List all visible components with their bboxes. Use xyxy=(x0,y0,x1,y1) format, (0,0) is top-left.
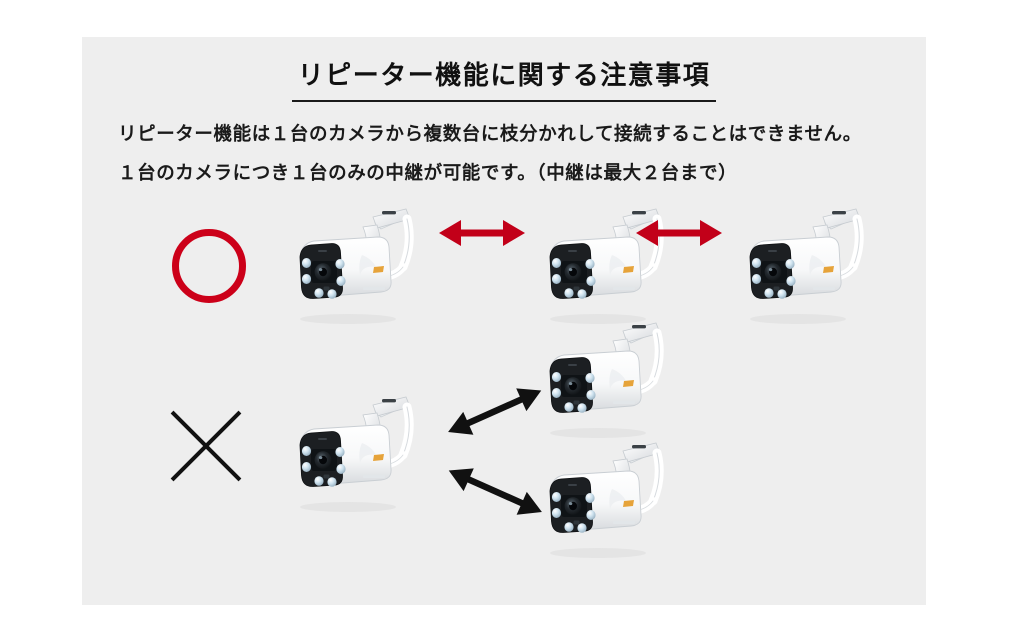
description-line-1: リピーター機能は１台のカメラから複数台に枝分かれして接続することはできません。 xyxy=(118,123,862,144)
camera-ng-1 xyxy=(278,389,414,513)
content-panel: リピーター機能に関する注意事項 リピーター機能は１台のカメラから複数台に枝分かれ… xyxy=(82,37,926,605)
arrow-ng-down xyxy=(440,452,550,532)
camera-ng-branch-bottom xyxy=(528,435,664,559)
circle-ok-mark xyxy=(172,229,246,303)
arrow-ok-2 xyxy=(634,213,724,253)
cross-ng-mark xyxy=(170,410,242,482)
camera-ng-branch-top xyxy=(528,315,664,439)
page-title-container: リピーター機能に関する注意事項 xyxy=(82,59,926,102)
repeater-diagram xyxy=(82,37,926,605)
camera-ok-3 xyxy=(728,201,864,325)
arrow-ng-up xyxy=(440,372,550,452)
page-title: リピーター機能に関する注意事項 xyxy=(291,59,717,102)
arrow-ok-1 xyxy=(437,213,527,253)
description-text: リピーター機能は１台のカメラから複数台に枝分かれして接続することはできません。 … xyxy=(118,121,908,199)
description-line-2: １台のカメラにつき１台のみの中継が可能です。（中継は最大２台まで） xyxy=(118,161,738,183)
camera-ok-1 xyxy=(278,201,414,325)
